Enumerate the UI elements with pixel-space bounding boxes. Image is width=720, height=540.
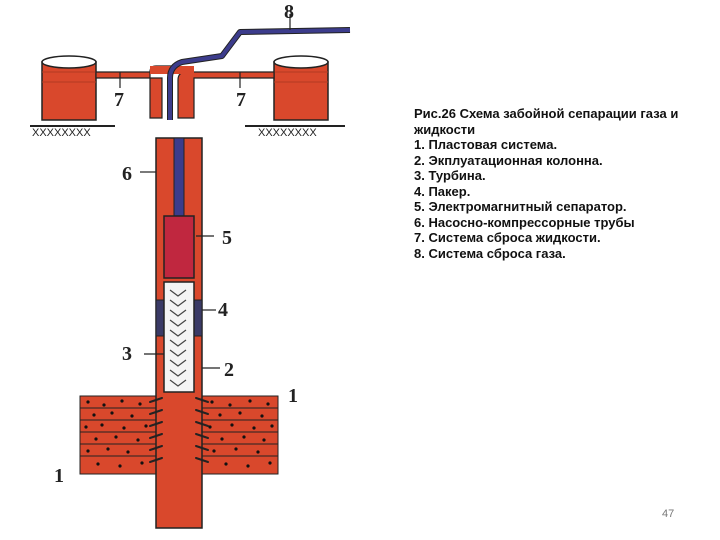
electromagnetic-separator xyxy=(163,215,195,279)
label-tubing: 6 xyxy=(122,163,132,185)
caption-title-line-1: Рис.26 Схема забойной сепарации газа и xyxy=(414,106,679,121)
caption-item: 5. Электромагнитный сепаратор. xyxy=(414,199,627,214)
label-liquid-discharge-left: 7 xyxy=(114,89,124,111)
label-liquid-discharge-right: 7 xyxy=(236,89,246,111)
label-turbine: 3 xyxy=(122,343,132,365)
caption-item: 3. Турбина. xyxy=(414,168,486,183)
formation-right xyxy=(201,395,279,475)
figure-caption: Рис.26 Схема забойной сепарации газа и ж… xyxy=(414,106,714,261)
turbine xyxy=(163,281,195,393)
caption-item: 4. Пакер. xyxy=(414,183,471,199)
caption-item: 1. Пластовая система. xyxy=(414,137,558,152)
caption-item: 6. Насосно-компрессорные трубы xyxy=(414,214,635,230)
page-number: 47 xyxy=(662,508,675,520)
label-formation-left: 1 xyxy=(54,465,64,487)
caption-item: 2. Экплуатационная колонна. xyxy=(414,152,603,168)
label-casing: 2 xyxy=(224,359,234,381)
tank-right xyxy=(273,55,329,121)
perforations xyxy=(149,397,209,463)
label-separator: 5 xyxy=(222,227,232,249)
caption-item: 8. Система сброса газа. xyxy=(414,245,566,261)
ground-left: XXXXXXXX xyxy=(30,125,115,139)
leader-lines xyxy=(119,14,291,369)
label-packer: 4 xyxy=(218,299,228,321)
ground-right: XXXXXXXX xyxy=(245,125,345,139)
caption-item: 7. Система сброса жидкости. xyxy=(414,230,601,245)
ground-hatch-right: XXXXXXXX xyxy=(258,127,317,139)
label-gas-discharge: 8 xyxy=(284,1,294,23)
label-formation-right: 1 xyxy=(288,385,298,407)
formation-left xyxy=(79,395,159,475)
tubing-string xyxy=(173,137,185,219)
ground-hatch-left: XXXXXXXX xyxy=(32,127,91,139)
tank-left xyxy=(41,55,97,121)
caption-title-line-2: жидкости xyxy=(414,121,476,137)
